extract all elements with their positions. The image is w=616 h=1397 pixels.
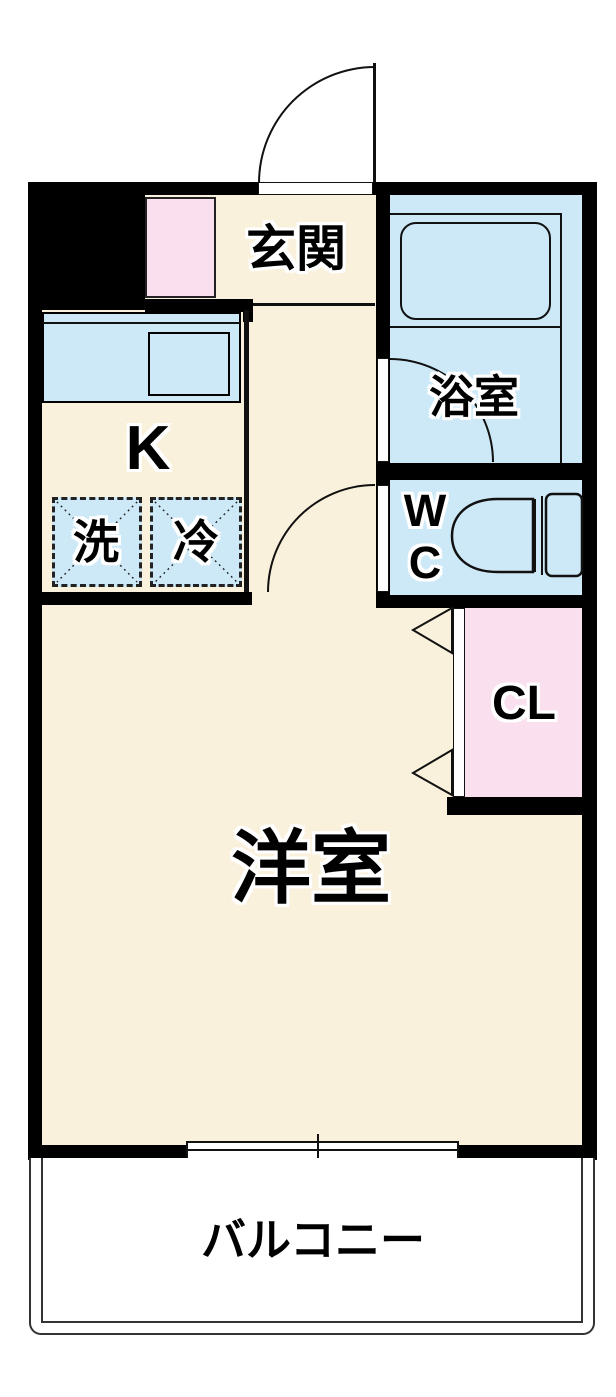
- label-kitchen: K: [125, 414, 171, 483]
- kitchen-sink: [148, 332, 230, 396]
- label-western-room: 洋室: [231, 824, 391, 913]
- closet-bifold-marks-icon: [410, 606, 453, 797]
- balcony-inner-line: [41, 1158, 583, 1323]
- balcony-window-mid-line: [188, 1149, 457, 1151]
- washer-cross-icon: [56, 501, 138, 583]
- entrance-doorway-gap: [258, 182, 373, 195]
- fridge-space-box: [150, 497, 242, 587]
- label-washer-space: 洗: [73, 516, 119, 568]
- wall-bathroom-bottom: [376, 463, 597, 480]
- bathroom-doorway-gap: [377, 358, 389, 462]
- wall-kitchen-bottom: [28, 592, 252, 605]
- bathroom-inner-line-right: [560, 213, 562, 463]
- wall-left: [28, 182, 42, 1160]
- entrance-door-leaf-icon: [373, 63, 376, 183]
- wall-wc-bottom: [376, 595, 597, 608]
- toilet-icon: [450, 492, 584, 578]
- bathtub: [400, 222, 551, 320]
- washer-space-box: [52, 497, 142, 587]
- balcony-outline: [29, 1158, 595, 1335]
- wall-kitchen-top: [145, 299, 253, 312]
- wall-kitchen-divider: [244, 310, 249, 595]
- label-balcony: バルコニー: [200, 1214, 426, 1266]
- balcony-window-center-tick: [317, 1134, 319, 1166]
- fridge-cross-icon: [154, 501, 238, 583]
- label-wc-top: W: [403, 485, 447, 536]
- closet-door-panel: [453, 608, 465, 797]
- wall-bottom-right: [457, 1145, 597, 1160]
- bathroom-inner-line-top: [390, 213, 562, 215]
- entrance-cabinet: [145, 197, 216, 298]
- room-door-leaf: [377, 485, 389, 592]
- wall-block-top-left: [28, 182, 145, 310]
- label-fridge-space: 冷: [173, 516, 219, 568]
- wall-top-right: [373, 182, 597, 195]
- wall-bottom-left: [28, 1145, 188, 1160]
- entrance-door-arc-icon: [258, 66, 375, 183]
- bathroom-inner-line-mid: [390, 326, 562, 328]
- label-wc-bottom: C: [408, 537, 442, 588]
- label-closet: CL: [492, 677, 556, 730]
- wall-right: [582, 182, 597, 1160]
- entrance-hall-divider-line: [253, 303, 375, 306]
- kitchen-counter-edge-line: [43, 322, 240, 324]
- label-bathroom: 浴室: [428, 371, 520, 423]
- label-wc: W C: [404, 485, 446, 589]
- floor-closet: [465, 608, 582, 797]
- wall-closet-bottom: [447, 797, 597, 815]
- label-entrance: 玄関: [246, 221, 346, 277]
